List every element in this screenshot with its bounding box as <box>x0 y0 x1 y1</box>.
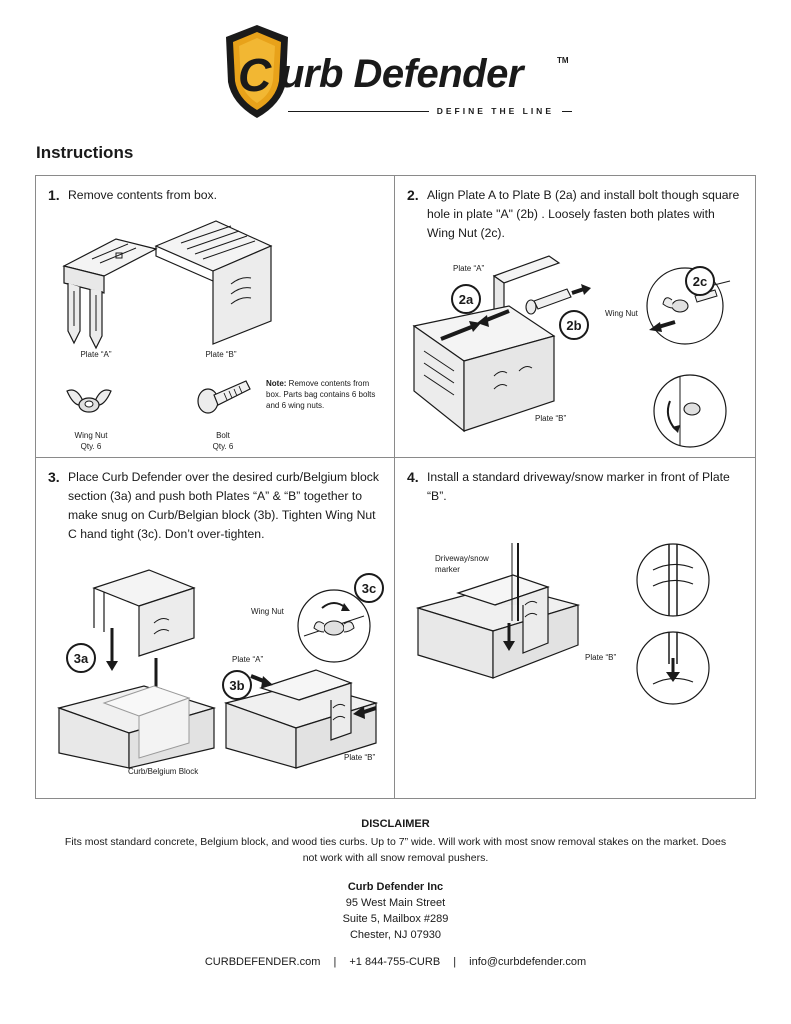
bolt-qty: Qty. 6 <box>212 442 234 451</box>
assembly-illustration <box>412 255 591 433</box>
plate-b-label: Plate “B” <box>585 653 617 662</box>
step-3-panel: 3. Place Curb Defender over the desired … <box>36 458 395 798</box>
separator: | <box>333 956 337 968</box>
tagline-divider <box>288 110 429 112</box>
plate-a-label: Plate “A” <box>232 655 264 664</box>
marker-label: Driveway/snow marker <box>435 554 489 574</box>
step-1-heading: 1. Remove contents from box. <box>48 186 384 205</box>
contact-bar: CURBDEFENDER.com | +1 844-755-CURB | inf… <box>0 956 791 968</box>
phone-link[interactable]: +1 844-755-CURB <box>349 956 441 968</box>
badge-3b: 3b <box>222 670 252 700</box>
step-number: 1. <box>48 187 60 203</box>
step-1-panel: 1. Remove contents from box. Plate “A” P… <box>36 176 395 458</box>
marker-detail-circle-bottom <box>636 631 710 705</box>
wing-nut-label: Wing Nut Qty. 6 <box>61 430 121 452</box>
badge-2a: 2a <box>451 284 481 314</box>
wing-nut-detail-circle <box>297 589 371 663</box>
step-2-panel: 2. Align Plate A to Plate B (2a) and ins… <box>395 176 755 458</box>
shield-logo-icon <box>226 25 288 118</box>
tagline-divider <box>562 110 572 112</box>
step-number: 2. <box>407 187 419 203</box>
step-2-heading: 2. Align Plate A to Plate B (2a) and ins… <box>407 186 745 243</box>
step-number: 4. <box>407 469 419 485</box>
page-title: Instructions <box>36 143 134 162</box>
step-text: Install a standard driveway/snow marker … <box>427 470 730 503</box>
step-text: Remove contents from box. <box>68 188 218 202</box>
note-text: Remove contents from box. Parts bag cont… <box>266 379 376 410</box>
plate-b-illustration <box>154 220 273 345</box>
badge-2c: 2c <box>685 266 715 296</box>
bolt-illustration <box>197 380 251 414</box>
address-line-3: Chester, NJ 07930 <box>349 929 442 941</box>
plate-a-illustration <box>62 238 158 350</box>
marker-install-illustration <box>415 543 581 679</box>
badge-3c: 3c <box>354 573 384 603</box>
plate-a-label: Plate “A” <box>453 264 485 273</box>
separator: | <box>453 956 457 968</box>
step-4-heading: 4. Install a standard driveway/snow mark… <box>407 468 745 506</box>
plate-b-label: Plate “B” <box>205 350 237 359</box>
step-4-panel: 4. Install a standard driveway/snow mark… <box>395 458 755 798</box>
badge-3a: 3a <box>66 643 96 673</box>
disclaimer-title: DISCLAIMER <box>361 818 430 830</box>
bolt-name: Bolt <box>216 431 230 440</box>
marker-detail-circle-top <box>636 543 710 617</box>
tagline-text: DEFINE THE LINE <box>436 106 554 116</box>
note-label: Note: <box>266 379 287 388</box>
tighten-detail-circle <box>653 374 727 448</box>
email-link[interactable]: info@curbdefender.com <box>469 956 587 968</box>
block-label: Curb/Belgium Block <box>128 767 199 776</box>
wing-nut-name: Wing Nut <box>74 431 108 440</box>
contents-note: Note: Remove contents from box. Parts ba… <box>266 378 384 411</box>
wing-nut-qty: Qty. 6 <box>80 442 102 451</box>
disclaimer-text: Fits most standard concrete, Belgium blo… <box>64 836 727 864</box>
address-line-2: Suite 5, Mailbox #289 <box>342 913 449 925</box>
step-3-heading: 3. Place Curb Defender over the desired … <box>48 468 384 544</box>
step-number: 3. <box>48 469 60 485</box>
company-name: Curb Defender Inc <box>347 881 444 893</box>
step-text: Align Plate A to Plate B (2a) and instal… <box>427 188 740 240</box>
trademark: TM <box>557 56 569 65</box>
company-address: Curb Defender Inc 95 West Main Street Su… <box>0 879 791 943</box>
bolt-label: Bolt Qty. 6 <box>198 430 248 452</box>
website-link[interactable]: CURBDEFENDER.com <box>204 956 321 968</box>
tighten-illustration <box>223 669 379 769</box>
wing-nut-illustration <box>66 389 112 413</box>
plate-a-label: Plate “A” <box>80 350 112 359</box>
address-line-1: 95 West Main Street <box>345 897 446 909</box>
badge-2b: 2b <box>559 310 589 340</box>
brand-name: urb Defender <box>280 52 523 96</box>
wing-nut-label: Wing Nut <box>605 309 638 318</box>
wing-nut-label: Wing Nut <box>251 607 284 616</box>
logo-letter: C <box>238 49 272 101</box>
plate-b-label: Plate “B” <box>535 414 567 423</box>
plate-b-label: Plate “B” <box>344 753 376 762</box>
placement-illustration <box>56 569 217 769</box>
instructions-grid: 1. Remove contents from box. Plate “A” P… <box>35 175 756 799</box>
brand-logo: C urb Defender TM DEFINE THE LINE <box>222 22 582 122</box>
step-text: Place Curb Defender over the desired cur… <box>68 470 379 541</box>
tagline: DEFINE THE LINE <box>288 106 572 116</box>
